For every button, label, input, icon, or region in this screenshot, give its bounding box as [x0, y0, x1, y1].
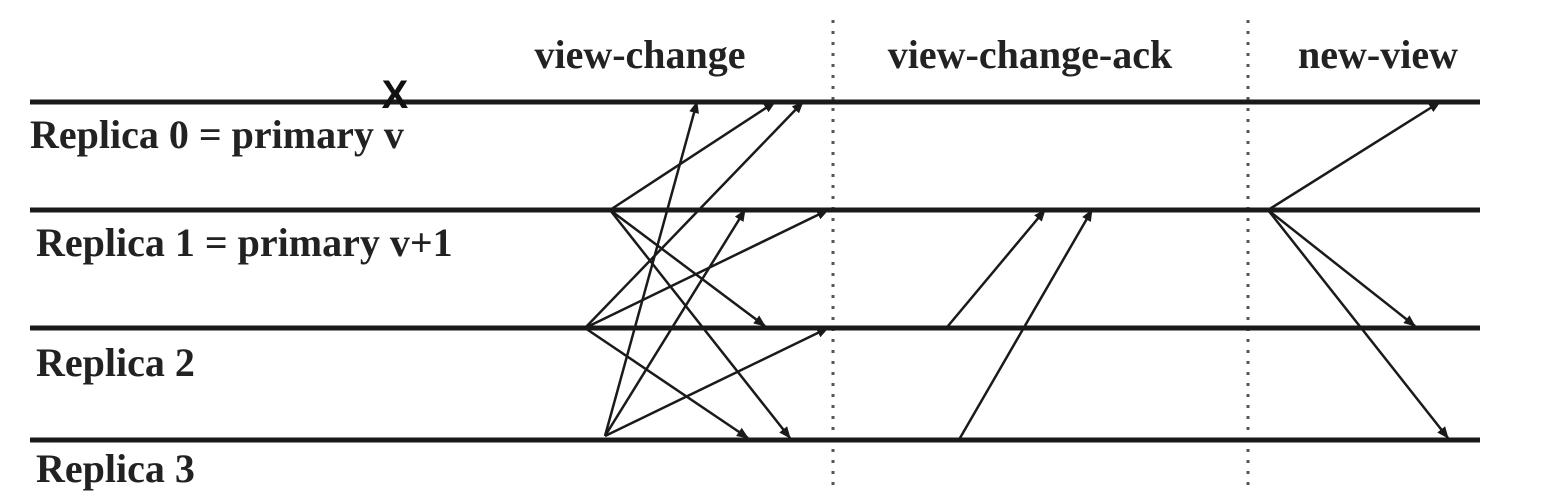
msg-view-change-r3-to-r2 [604, 326, 829, 438]
msg-view-change-r3-to-r1 [603, 209, 747, 437]
replica-label-1: Replica 1 = primary v+1 [36, 220, 453, 265]
msg-new-view-r1-to-r0 [1267, 100, 1441, 212]
msg-view-change-r2-to-r1 [584, 208, 829, 330]
msg-view-change-ack-r2-to-r1 [947, 209, 1046, 327]
msg-new-view-r1-to-r3 [1267, 209, 1449, 439]
msg-view-change-r3-to-r0 [603, 101, 699, 437]
msg-view-change-r1-to-r3 [609, 209, 791, 439]
msg-view-change-ack-r3-to-r1 [958, 209, 1094, 439]
phase-label-view-change-ack: view-change-ack [888, 32, 1173, 77]
replica-label-3: Replica 3 [36, 446, 195, 491]
new-view-messages [1267, 100, 1449, 439]
view-change-messages [584, 100, 829, 440]
crash-marker: X [382, 73, 409, 117]
phase-label-view-change: view-change [534, 32, 745, 77]
replica-label-0: Replica 0 = primary v [30, 112, 404, 157]
view-change-ack-messages [947, 209, 1094, 439]
msg-view-change-r2-to-r0 [584, 101, 804, 329]
msg-view-change-r1-to-r0 [609, 100, 776, 212]
msg-new-view-r1-to-r2 [1267, 209, 1416, 327]
msg-view-change-r2-to-r3 [584, 326, 749, 440]
msg-view-change-r1-to-r2 [609, 208, 766, 328]
replica-label-2: Replica 2 [36, 340, 195, 385]
phase-label-new-view: new-view [1298, 32, 1458, 77]
